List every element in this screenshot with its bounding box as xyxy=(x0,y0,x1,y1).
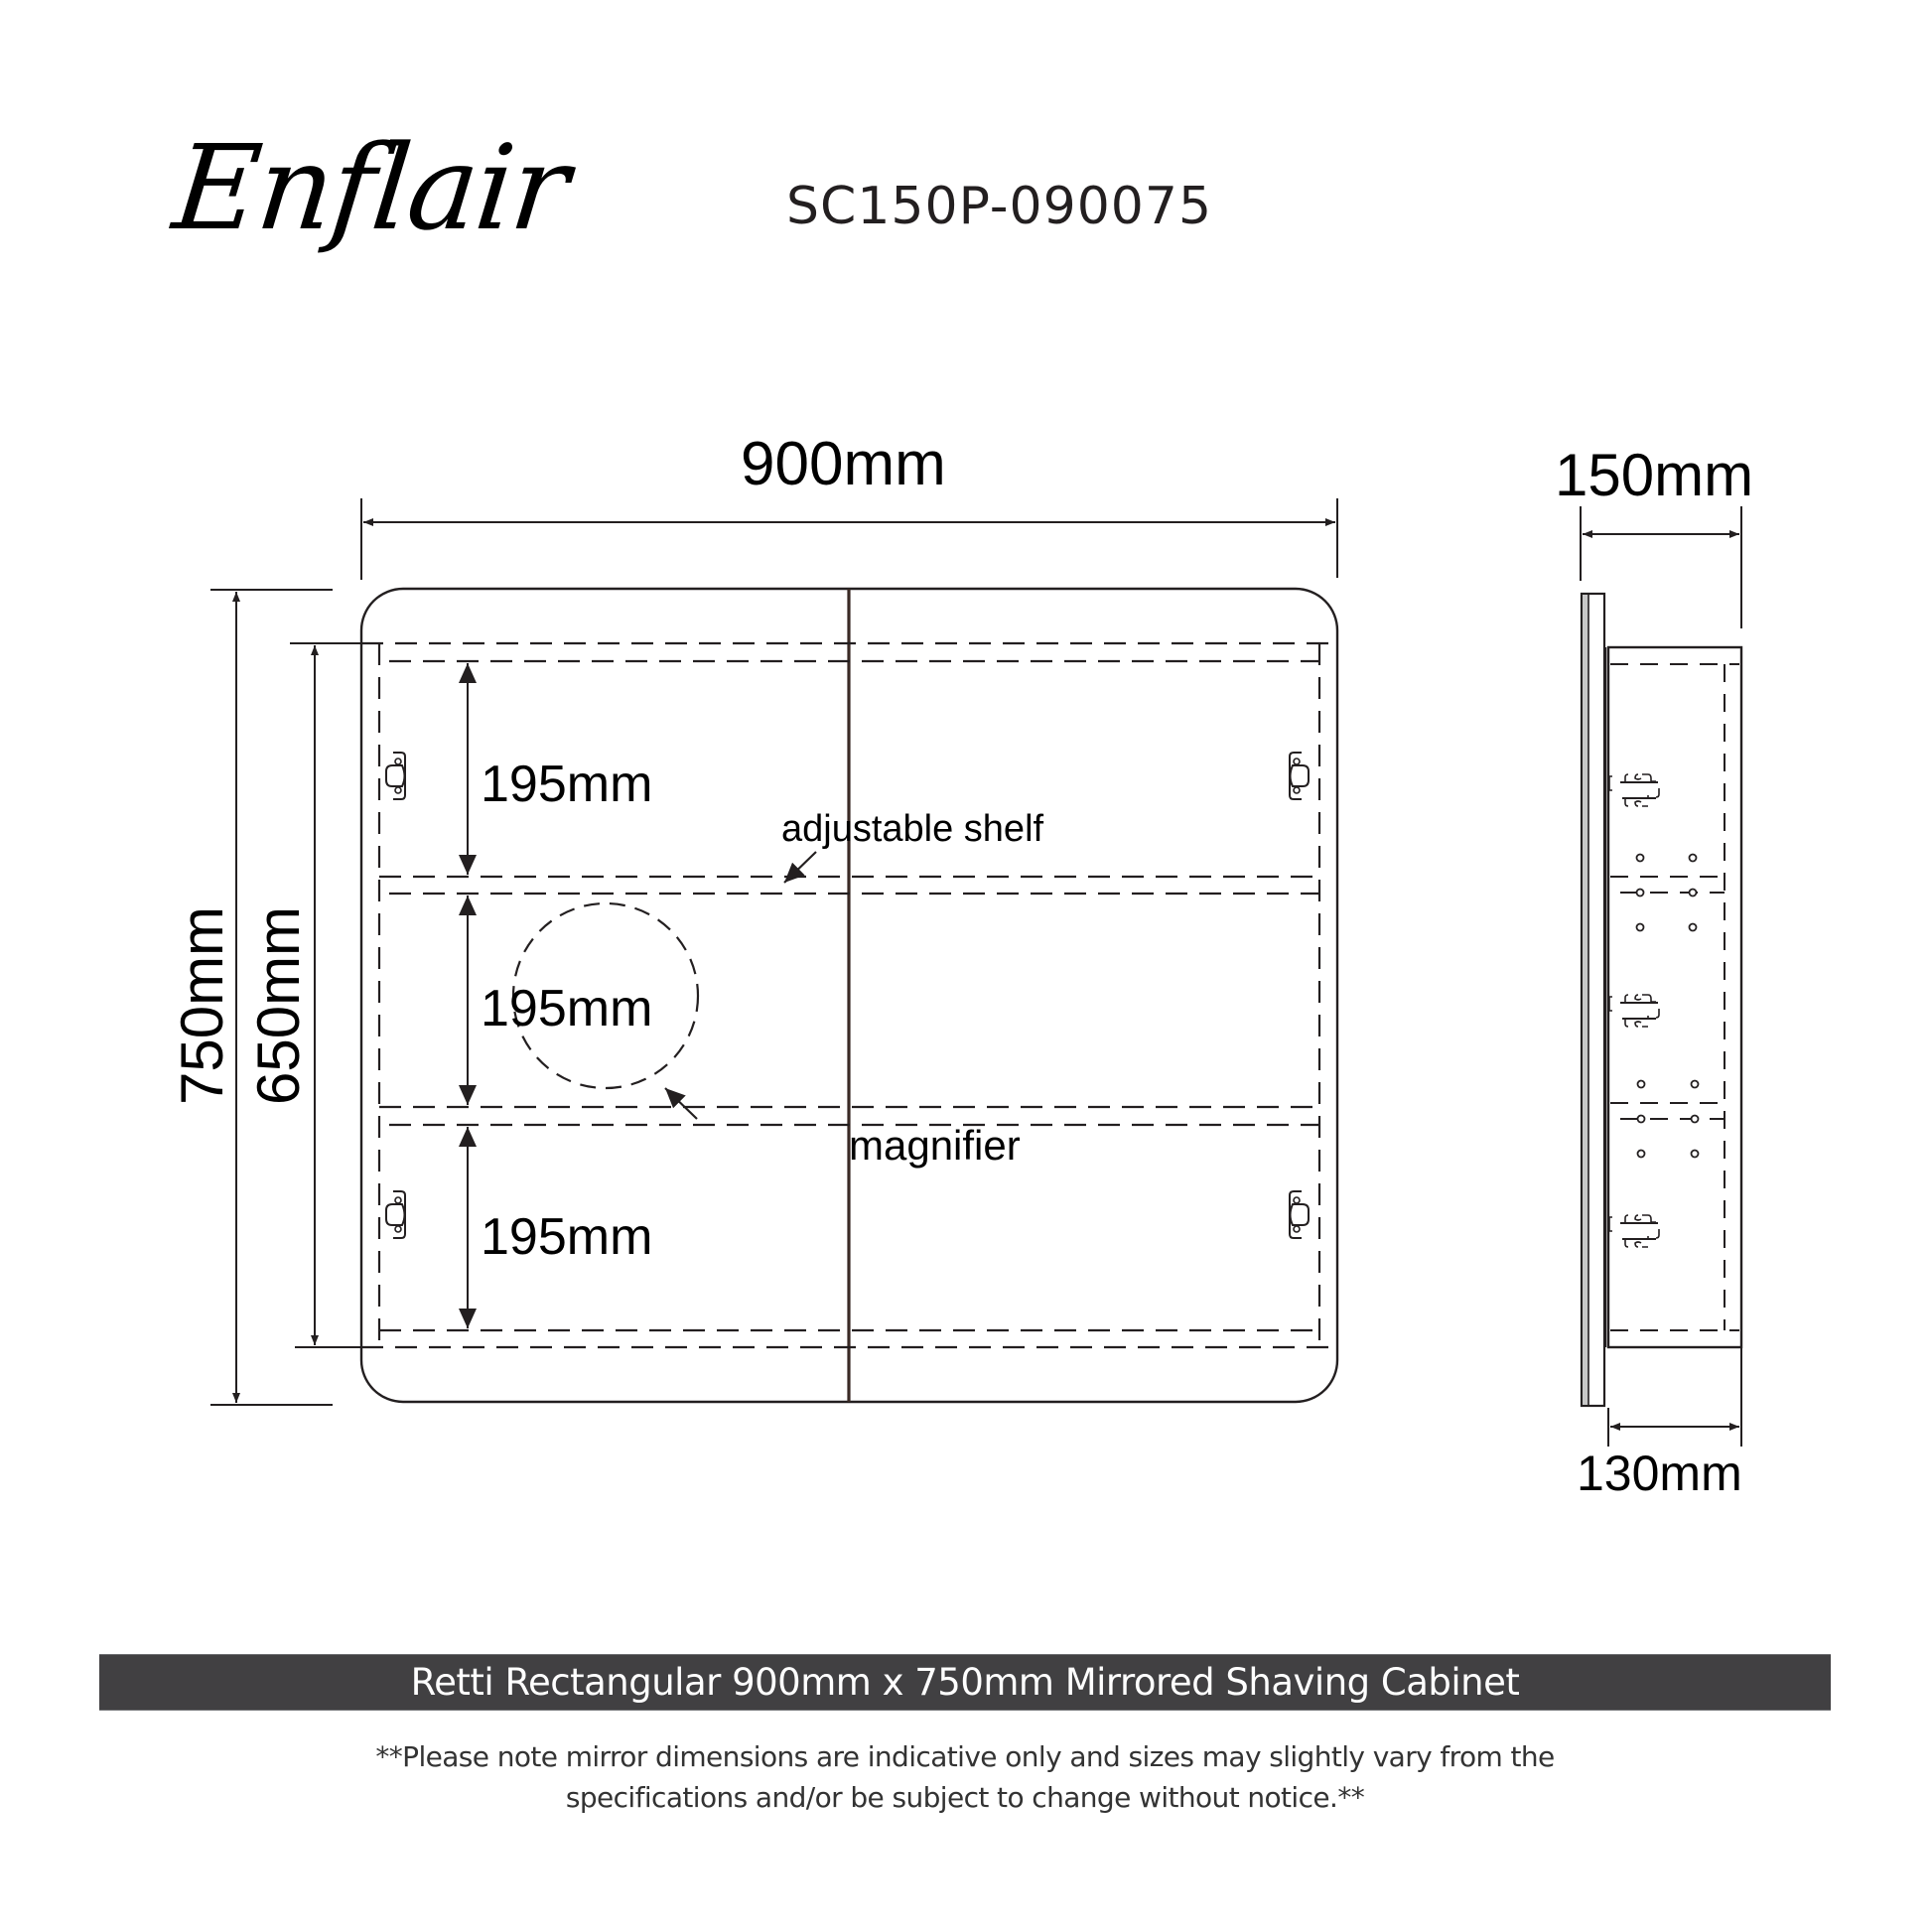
model-code: SC150P-090075 xyxy=(786,177,1213,236)
height-overall-label: 750mm xyxy=(169,905,235,1106)
compartment-1-height-label: 195mm xyxy=(481,756,653,813)
depth-carcass-label: 130mm xyxy=(1577,1446,1742,1501)
hinge-icon xyxy=(1289,1190,1310,1239)
product-title-banner: Retti Rectangular 900mm x 750mm Mirrored… xyxy=(99,1654,1831,1711)
front-view xyxy=(210,498,1339,1406)
product-title: Retti Rectangular 900mm x 750mm Mirrored… xyxy=(410,1661,1520,1704)
disclaimer-line-1: **Please note mirror dimensions are indi… xyxy=(375,1740,1555,1773)
height-carcass-label: 650mm xyxy=(245,905,312,1106)
hinge-icon xyxy=(1608,773,1660,807)
width-dimension-label: 900mm xyxy=(741,430,946,498)
magnifier-label: magnifier xyxy=(849,1122,1021,1169)
compartment-3-height-label: 195mm xyxy=(481,1208,653,1266)
depth-overall-label: 150mm xyxy=(1555,442,1754,508)
peg-hole-icon xyxy=(1635,853,1700,1159)
hinge-icon xyxy=(1608,1214,1660,1248)
hinge-icon xyxy=(1608,994,1660,1028)
hinge-icon xyxy=(385,1190,406,1239)
hinge-icon xyxy=(385,752,406,800)
disclaimer-line-2: specifications and/or be subject to chan… xyxy=(565,1781,1365,1814)
carcass-profile xyxy=(1606,645,1743,1349)
side-view xyxy=(1580,506,1743,1447)
hinge-icon xyxy=(1289,752,1310,800)
magnifier-outline xyxy=(511,901,700,1090)
adjustable-shelf-label: adjustable shelf xyxy=(781,808,1044,850)
compartment-2-height-label: 195mm xyxy=(481,980,653,1037)
